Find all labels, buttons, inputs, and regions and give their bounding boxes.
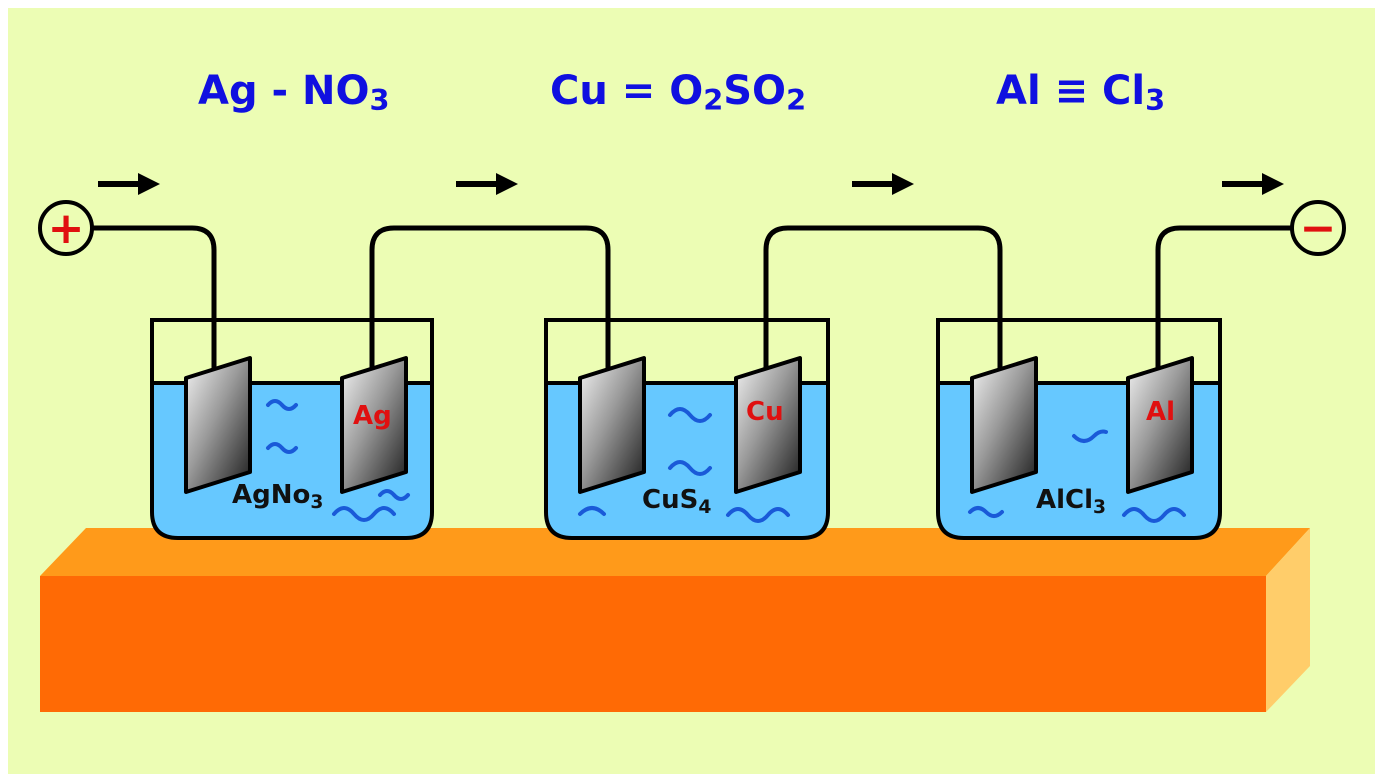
beaker xyxy=(150,318,434,540)
anode-plate xyxy=(340,356,408,494)
formula-copper: Cu = O2SO2 xyxy=(550,68,806,117)
wire-link-2 xyxy=(763,225,1003,368)
current-arrow-4 xyxy=(1222,173,1284,195)
bench-front xyxy=(40,576,1266,712)
electrode-label: Ag xyxy=(353,401,392,431)
beaker xyxy=(936,318,1222,540)
bench-side xyxy=(1266,528,1310,712)
solution-label: AlCl3 xyxy=(1036,485,1106,518)
cell-silver: Ag AgNo3 xyxy=(150,318,434,540)
cathode-plate xyxy=(578,356,646,494)
positive-terminal: + xyxy=(38,200,94,256)
cathode-plate xyxy=(184,356,252,494)
anode-plate xyxy=(1126,356,1194,494)
minus-sign: − xyxy=(1300,203,1337,254)
cell-aluminium: Al AlCl3 xyxy=(936,318,1222,540)
wave-marks xyxy=(968,429,1186,523)
wave-marks xyxy=(578,407,790,523)
electrode-label: Cu xyxy=(746,397,784,427)
cell-copper: Cu CuS4 xyxy=(544,318,830,540)
bench xyxy=(40,528,1310,712)
wires xyxy=(92,225,1292,368)
current-arrow-3 xyxy=(852,173,914,195)
electrode-label: Al xyxy=(1146,397,1175,427)
solution-label: CuS4 xyxy=(642,485,711,518)
formula-aluminium: Al ≡ Cl3 xyxy=(996,68,1165,117)
negative-terminal: − xyxy=(1290,200,1346,256)
wire-positive xyxy=(92,225,217,368)
current-arrow-1 xyxy=(98,173,160,195)
beaker xyxy=(544,318,830,540)
formula-silver: Ag - NO3 xyxy=(198,68,390,117)
wire-link-1 xyxy=(369,225,611,368)
anode-plate xyxy=(734,356,802,494)
wire-negative xyxy=(1155,225,1292,368)
plus-sign: + xyxy=(48,203,85,254)
current-arrow-2 xyxy=(456,173,518,195)
wave-marks xyxy=(266,399,410,522)
solution-label: AgNo3 xyxy=(232,480,323,513)
cathode-plate xyxy=(970,356,1038,494)
